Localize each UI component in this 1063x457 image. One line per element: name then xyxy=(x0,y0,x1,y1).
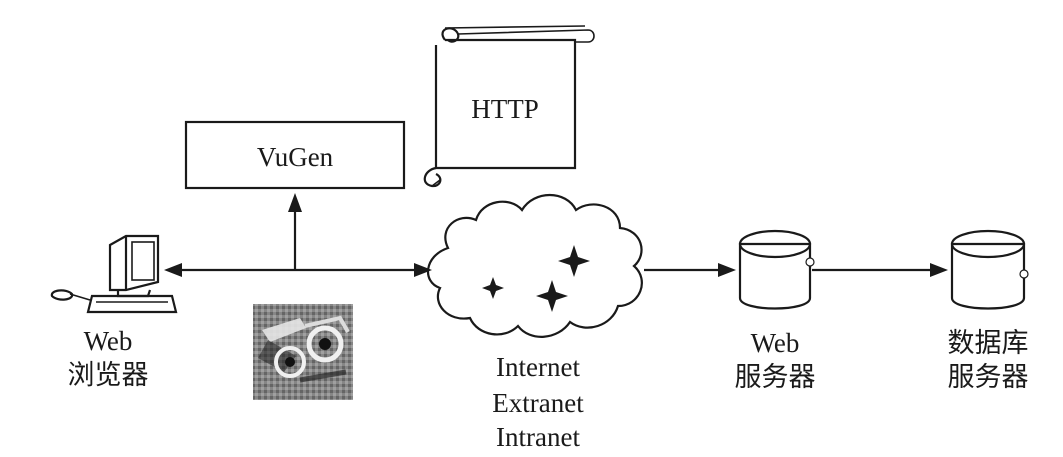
db-server-cylinder-icon: 数据库 服务器 xyxy=(948,229,1029,393)
capture-arrow xyxy=(288,193,302,270)
cloud-icon: Internet Extranet Intranet xyxy=(426,194,643,452)
browser-network-arrow xyxy=(164,263,432,277)
vugen-box: VuGen xyxy=(184,120,406,190)
http-label: HTTP xyxy=(471,94,539,124)
network-label-line3: Intranet xyxy=(496,422,580,452)
web-server-cylinder-icon: Web 服务器 xyxy=(735,229,816,393)
browser-label-line1: Web xyxy=(84,326,133,356)
scroll-icon: HTTP xyxy=(423,25,595,188)
cassette-icon xyxy=(253,304,353,400)
db-server-label-line2: 服务器 xyxy=(948,362,1029,393)
network-webserver-arrow xyxy=(644,263,736,277)
web-server-label-line1: Web xyxy=(751,328,800,358)
browser-label-line2: 浏览器 xyxy=(68,360,149,391)
webserver-db-arrow xyxy=(812,263,948,277)
db-server-label-line1: 数据库 xyxy=(948,328,1029,359)
web-server-label-line2: 服务器 xyxy=(735,362,816,393)
computer-icon: Web 浏览器 xyxy=(50,234,178,391)
network-label-line2: Extranet xyxy=(492,388,584,418)
vugen-label: VuGen xyxy=(257,142,334,172)
network-label-line1: Internet xyxy=(496,352,580,382)
